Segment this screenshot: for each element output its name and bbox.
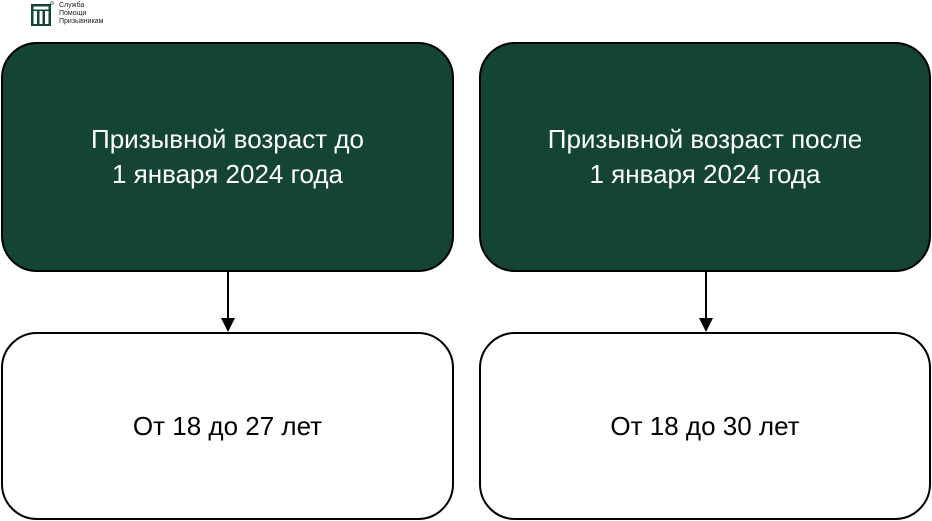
header-line: Призывной возраст до (91, 124, 364, 154)
connector-right (699, 272, 713, 332)
logo-line: Призывникам (59, 18, 104, 25)
header-line: 1 января 2024 года (111, 159, 344, 189)
result-text-after-2024: От 18 до 30 лет (610, 410, 800, 441)
header-line: Призывной возраст после (547, 124, 863, 154)
building-logo-icon (31, 1, 54, 26)
connector-left (221, 272, 235, 332)
brand-logo: Служба Помощи Призывникам (30, 1, 104, 29)
header-text-after-2024: Призывной возраст после 1 января 2024 го… (548, 122, 863, 192)
header-box-after-2024: Призывной возраст после 1 января 2024 го… (479, 42, 931, 272)
header-text-before-2024: Призывной возраст до 1 января 2024 года (91, 122, 364, 192)
result-box-before-2024: От 18 до 27 лет (1, 332, 454, 520)
logo-line: Служба (59, 2, 85, 9)
result-text-before-2024: От 18 до 27 лет (132, 410, 323, 441)
header-line: 1 января 2024 года (589, 159, 821, 189)
header-box-before-2024: Призывной возраст до 1 января 2024 года (1, 42, 454, 272)
logo-line: Помощи (59, 10, 87, 17)
logo-text: Служба Помощи Призывникам (59, 2, 104, 26)
result-box-after-2024: От 18 до 30 лет (479, 332, 931, 520)
